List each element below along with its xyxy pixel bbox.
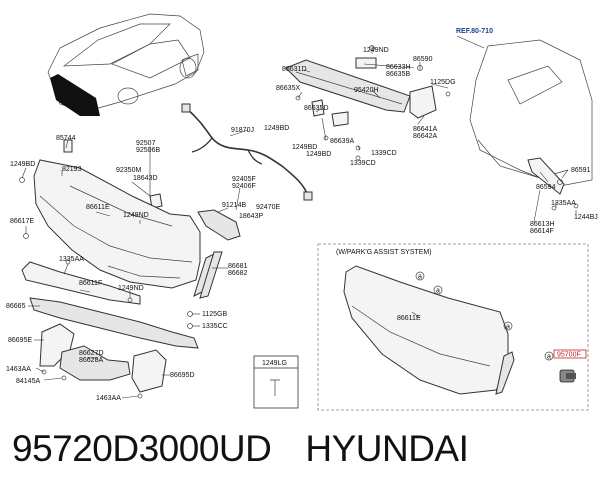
part-caption: 95720D3000UD HYUNDAI bbox=[12, 428, 469, 478]
label-86613h: 86613H bbox=[530, 221, 555, 228]
bolt-box-label: 1249LG bbox=[262, 360, 287, 367]
label-86635x: 86635X bbox=[276, 85, 300, 92]
label-1244bj: 1244BJ bbox=[574, 214, 598, 221]
left-small-parts bbox=[19, 139, 163, 239]
label-1249bd-a: 1249BD bbox=[264, 125, 289, 132]
label-86590: 86590 bbox=[413, 56, 433, 63]
label-18643p: 18643P bbox=[239, 213, 263, 220]
label-86631d: 86631D bbox=[282, 66, 307, 73]
label-92406f: 92406F bbox=[232, 183, 256, 190]
label-86617e: 86617E bbox=[10, 218, 34, 225]
label-95420h: 95420H bbox=[354, 87, 379, 94]
label-86695d: 86695D bbox=[170, 372, 195, 379]
label-84145a: 84145A bbox=[16, 378, 40, 385]
label-92470e: 92470E bbox=[256, 204, 280, 211]
rear-reflector-lamps bbox=[193, 209, 241, 299]
label-1339cd-a: 1339CD bbox=[371, 150, 397, 157]
brand-name: HYUNDAI bbox=[305, 428, 469, 469]
label-86611e-a: 86611E bbox=[86, 204, 110, 211]
park-assist-sensor bbox=[559, 369, 576, 383]
label-82193: 82193 bbox=[62, 166, 82, 173]
label-1463aa-a: 1463AA bbox=[6, 366, 31, 373]
label-86635b: 86635B bbox=[386, 71, 410, 78]
svg-text:a: a bbox=[436, 288, 440, 295]
bumper-lower-assembly bbox=[21, 259, 199, 399]
rear-impact-beam bbox=[285, 45, 451, 161]
label-1249nd-top: 1249ND bbox=[363, 47, 389, 54]
label-1335aa-a: 1335AA bbox=[59, 256, 84, 263]
label-92506b: 92506B bbox=[136, 147, 160, 154]
svg-text:a: a bbox=[418, 274, 422, 281]
label-1249bd-left: 1249BD bbox=[10, 161, 35, 168]
parking-sensor-wiring-harness bbox=[181, 103, 313, 201]
label-1249nd-mid: 1249ND bbox=[123, 212, 149, 219]
label-1339cd-b: 1339CD bbox=[350, 160, 376, 167]
label-1249nd-low: 1249ND bbox=[118, 285, 144, 292]
label-1249bd-c: 1249BD bbox=[306, 151, 331, 158]
label-86682: 86682 bbox=[228, 270, 248, 277]
label-92507: 92507 bbox=[136, 140, 156, 147]
label-86611f: 86611F bbox=[79, 280, 102, 287]
label-1335aa-b: 1335AA bbox=[551, 200, 576, 207]
label-86591: 86591 bbox=[571, 167, 591, 174]
label-86681: 86681 bbox=[228, 263, 248, 270]
label-86642a: 86642A bbox=[413, 133, 437, 140]
callout-a-markers: a a a a bbox=[415, 271, 554, 361]
highlight-part-label: 95700F bbox=[557, 352, 581, 359]
label-86611e-b: 86611E bbox=[397, 315, 421, 322]
label-92405f: 92405F bbox=[232, 176, 256, 183]
park-assist-subsection: (W/PARK'G ASSIST SYSTEM) a a a a 95700F bbox=[317, 243, 589, 411]
svg-text:a: a bbox=[547, 354, 551, 361]
label-92350m: 92350M bbox=[116, 167, 141, 174]
label-86665: 86665 bbox=[6, 303, 26, 310]
leader-lines bbox=[21, 35, 577, 399]
rear-bumper-cover bbox=[33, 159, 201, 289]
car-rear-view-illustration bbox=[47, 13, 205, 116]
label-86641a: 86641A bbox=[413, 126, 437, 133]
label-86633h: 86633H bbox=[386, 64, 411, 71]
bolt-legend-box: 1249LG bbox=[253, 355, 299, 409]
reference-label: REF.80-710 bbox=[456, 28, 493, 35]
subsection-title: (W/PARK'G ASSIST SYSTEM) bbox=[336, 249, 432, 256]
svg-text:a: a bbox=[506, 324, 510, 331]
part-labels: REF.80-710 1249ND 86590 86631D 86633H 86… bbox=[6, 28, 598, 402]
label-1335cc: 1335CC bbox=[202, 323, 228, 330]
label-85744: 85744 bbox=[56, 135, 76, 142]
label-1249bd-b: 1249BD bbox=[292, 144, 317, 151]
label-86614f: 86614F bbox=[530, 228, 554, 235]
highlight-box bbox=[553, 349, 587, 359]
rear-quarter-body-panel bbox=[469, 39, 593, 211]
label-86594: 86594 bbox=[536, 184, 556, 191]
highlighted-rear-bumper-zone bbox=[50, 74, 100, 116]
label-86639a: 86639A bbox=[330, 138, 354, 145]
label-1125gb: 1125GB bbox=[202, 311, 227, 318]
label-86635d: 86635D bbox=[304, 105, 329, 112]
label-86695e: 86695E bbox=[8, 337, 32, 344]
label-1463aa-b: 1463AA bbox=[96, 395, 121, 402]
part-number: 95720D3000UD bbox=[12, 428, 272, 469]
label-91214b: 91214B bbox=[222, 202, 246, 209]
label-1125dg: 1125DG bbox=[430, 79, 456, 86]
label-86628a: 86628A bbox=[79, 357, 103, 364]
label-86627d: 86627D bbox=[79, 350, 104, 357]
label-18643d: 18643D bbox=[133, 175, 158, 182]
label-91870j: 91870J bbox=[231, 127, 254, 134]
